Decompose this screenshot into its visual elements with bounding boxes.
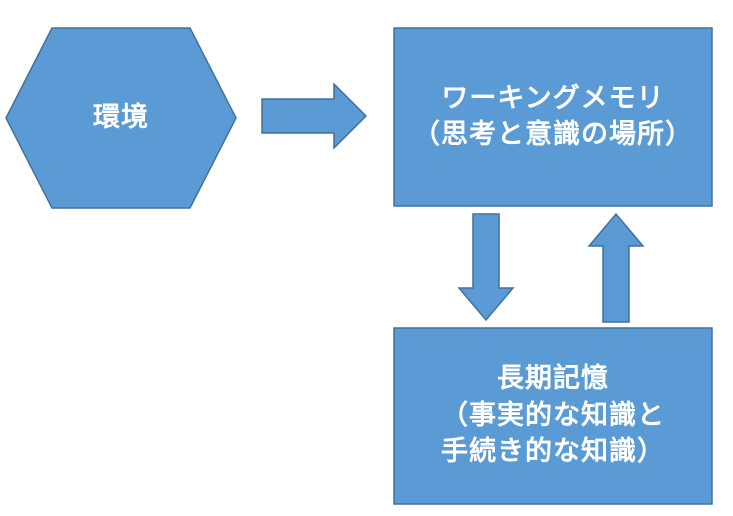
working-memory-label: ワーキングメモリ （思考と意識の場所） [394, 28, 712, 206]
arrow-environment-to-working-memory [261, 82, 368, 150]
environment-label: 環境 [6, 28, 236, 208]
arrow-long-term-to-working [587, 212, 645, 323]
long-term-memory-label: 長期記憶 （事実的な知識と 手続き的な知識） [394, 328, 712, 504]
long-term-memory-box [393, 327, 713, 505]
working-memory-box [393, 27, 713, 207]
long-term-memory-subtitle-2: 手続き的な知識） [441, 436, 665, 468]
arrow-working-to-long-term [457, 213, 515, 322]
long-term-memory-title: 長期記憶 [497, 363, 609, 395]
working-memory-subtitle: （思考と意識の場所） [413, 119, 693, 150]
long-term-memory-subtitle-1: （事実的な知識と [441, 399, 665, 431]
environment-label-text: 環境 [93, 101, 149, 133]
environment-hexagon [5, 27, 237, 209]
working-memory-title: ワーキングメモリ [441, 82, 665, 114]
